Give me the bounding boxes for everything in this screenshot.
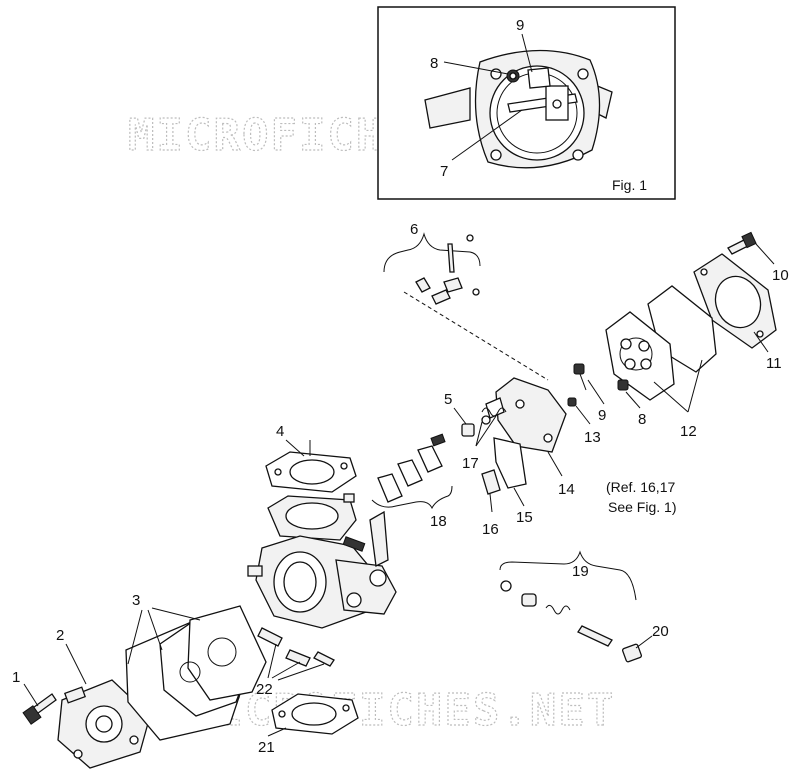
callout-18: 18 (430, 513, 447, 530)
part-16-lever (481, 469, 501, 495)
inset-fig1: 8 9 7 Fig. 1 (377, 6, 676, 200)
inset-pump-cover-drawing (424, 49, 613, 169)
fig1-label-9: 9 (516, 17, 524, 34)
part-21-gasket (271, 693, 359, 735)
callout-12: 12 (680, 423, 697, 440)
part-3-pump-gaskets (125, 605, 267, 741)
carburetor-body (247, 493, 397, 629)
callout-9: 9 (598, 407, 606, 424)
callout-5: 5 (444, 391, 452, 408)
ref-note-line2: See Fig. 1) (608, 499, 676, 515)
fig1-caption: Fig. 1 (612, 177, 647, 193)
callout-19: 19 (572, 563, 589, 580)
ref-note-line1: (Ref. 16,17 (606, 479, 675, 495)
callout-14: 14 (558, 481, 575, 498)
callout-1: 1 (12, 669, 20, 686)
part-22-jets (257, 627, 335, 667)
callout-22: 22 (256, 681, 273, 698)
callout-8: 8 (638, 411, 646, 428)
callout-20: 20 (652, 623, 669, 640)
callout-11: 11 (766, 355, 782, 372)
part-19-adjust-screw-kit (499, 550, 637, 647)
part-20-cap (622, 643, 642, 663)
part-13-screw (567, 397, 577, 407)
callout-17: 17 (462, 455, 479, 472)
callout-3: 3 (132, 592, 140, 609)
callout-13: 13 (584, 429, 601, 446)
part-1-screw (22, 693, 57, 725)
part-15-lever-plate (493, 437, 527, 489)
part-14-metering-body (485, 377, 567, 453)
part-6-needle-valve-kit (383, 232, 549, 381)
callout-6: 6 (410, 221, 418, 238)
part-2-pump-cover (57, 679, 151, 769)
part-17-spring-pin (481, 407, 507, 425)
part-4-gasket (265, 451, 357, 493)
callout-10: 10 (772, 267, 789, 284)
fig1-label-8: 8 (430, 55, 438, 72)
callout-2: 2 (56, 627, 64, 644)
watermark-bottom: MICROFICHES.NET (188, 685, 615, 736)
fig1-label-7: 7 (440, 163, 448, 180)
callout-16: 16 (482, 521, 499, 538)
callout-21: 21 (258, 739, 275, 756)
part-12-diaphragm-gasket (605, 285, 717, 401)
part-8-screw (617, 379, 629, 391)
part-18-gasket-stack (371, 433, 453, 510)
part-9-screw (573, 363, 587, 391)
part-10-screw (727, 231, 757, 255)
part-5-nut (461, 423, 475, 437)
part-11-metering-cover (693, 253, 777, 349)
callout-15: 15 (516, 509, 533, 526)
callout-4: 4 (276, 423, 284, 440)
